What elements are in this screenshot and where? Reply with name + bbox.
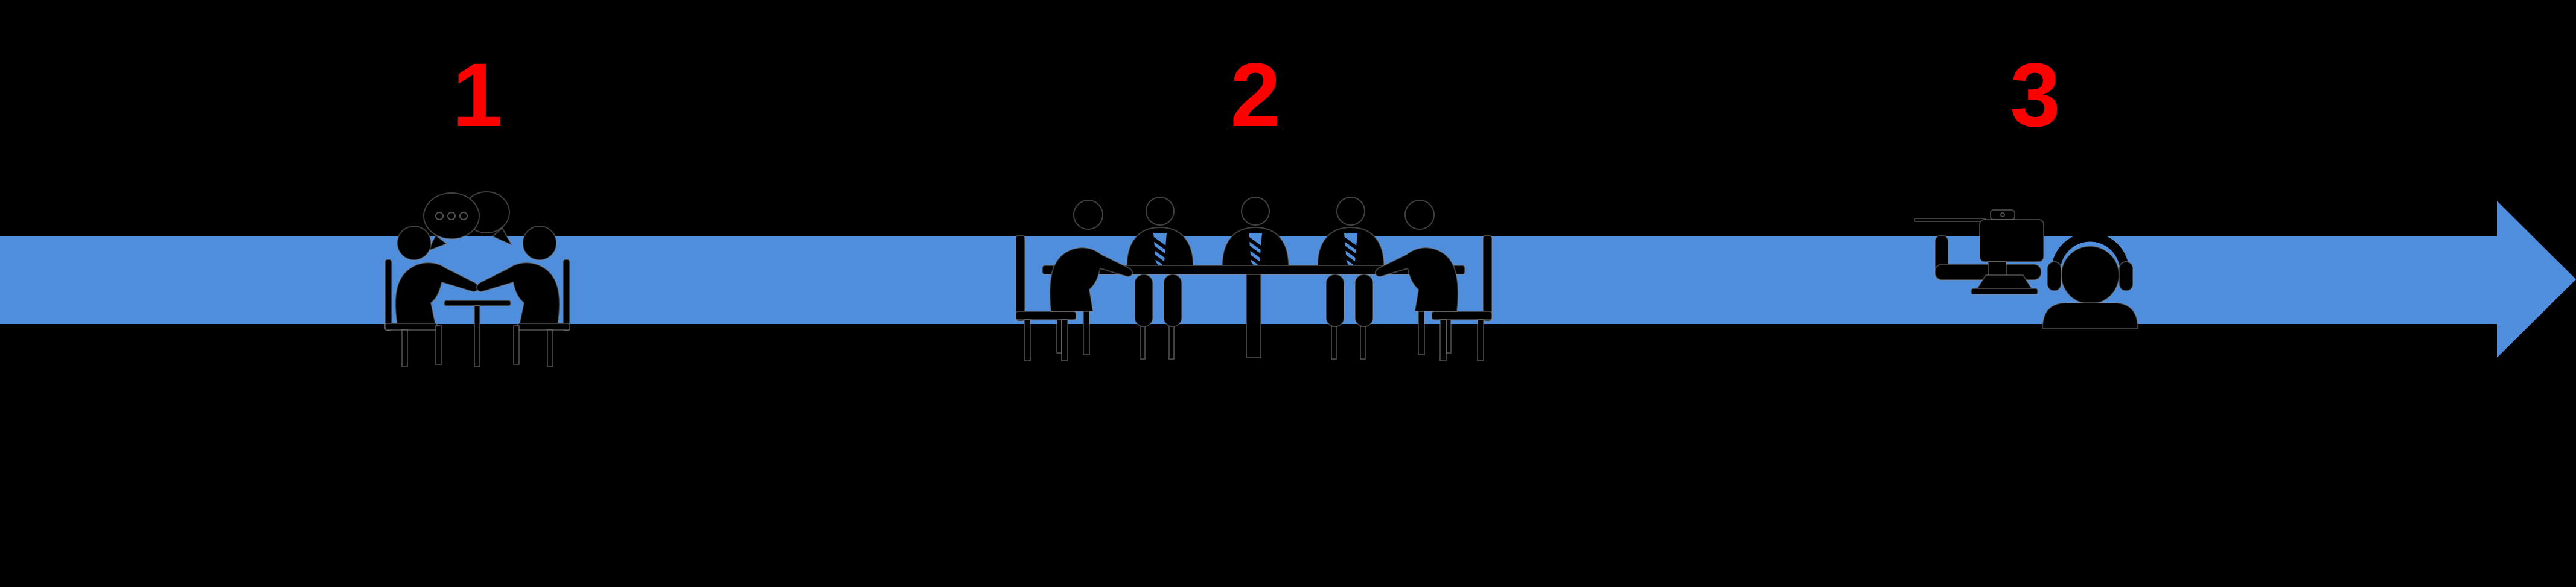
meeting-member-figures	[1126, 197, 1385, 268]
step-1-number: 1	[452, 44, 503, 145]
two-people-conversation-icon	[384, 191, 570, 367]
meeting-right-figure	[1374, 189, 1493, 361]
timeline-arrow-head	[2497, 201, 2576, 358]
step-3-number: 3	[2010, 44, 2061, 145]
step-2-number: 2	[1230, 44, 1281, 145]
meeting-left-figure	[1015, 189, 1133, 361]
monitor	[1971, 209, 2044, 295]
person-headset-computer-icon	[1914, 209, 2139, 329]
headset-person	[2041, 232, 2139, 329]
group-meeting-conference-table-icon	[1015, 189, 1493, 361]
